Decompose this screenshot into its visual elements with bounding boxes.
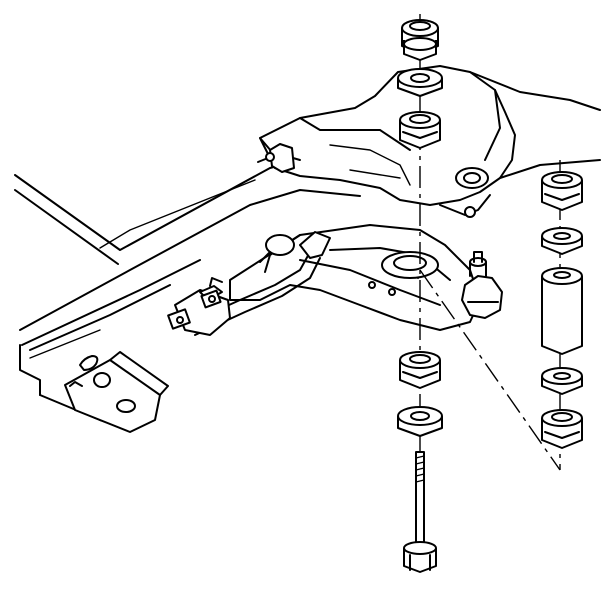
lower-insulator bbox=[399, 351, 441, 389]
crossmember bbox=[257, 65, 601, 218]
lower-retainer bbox=[397, 406, 443, 437]
stabilizer-bracket bbox=[167, 277, 231, 336]
lower-control-arm bbox=[229, 224, 481, 331]
link-bolt bbox=[403, 451, 437, 573]
right-top-insulator bbox=[541, 171, 583, 211]
top-nut bbox=[401, 19, 439, 61]
right-bottom-insulator bbox=[541, 409, 583, 449]
upper-retainer bbox=[397, 68, 443, 97]
ball-joint bbox=[461, 251, 503, 319]
upper-insulator bbox=[399, 111, 441, 149]
frame-bracket bbox=[64, 351, 169, 433]
right-top-washer bbox=[541, 227, 583, 255]
right-bottom-washer bbox=[541, 367, 583, 395]
spacer bbox=[541, 267, 583, 355]
